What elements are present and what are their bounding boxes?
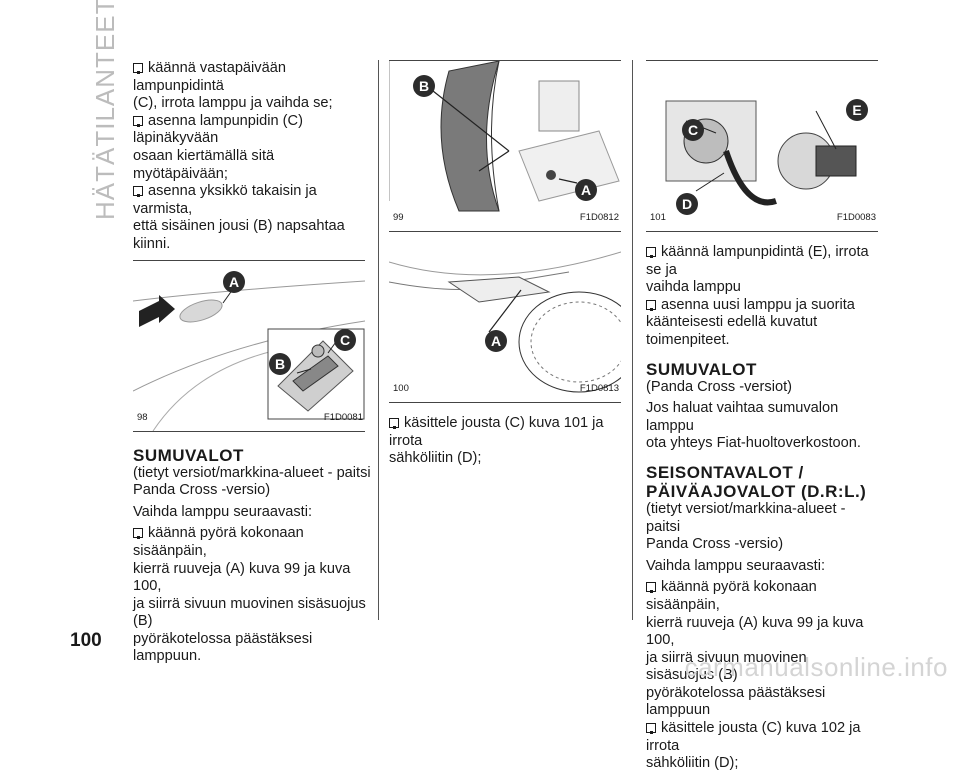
column-divider: [378, 60, 379, 620]
checkbox-bullet-icon: [646, 247, 656, 258]
section-title-text: HÄTÄTILANTEET: [90, 0, 120, 220]
text-line: käsittele jousta (C) kuva 101 ja irrota: [389, 415, 604, 449]
figure-99: B A 99 F1D0812: [388, 60, 621, 232]
figure-98: A B C 98 F1D0081: [132, 259, 366, 432]
text-line: käsittele jousta (C) kuva 102 ja irrota: [646, 720, 861, 754]
text-line: pyöräkotelossa päästäksesi lamppuun.: [133, 630, 313, 665]
text-line: Panda Cross -versio): [646, 536, 784, 553]
text-line: osaan kiertämällä sitä myötäpäivään;: [133, 147, 275, 182]
text-line: käännä lampunpidintä (E), irrota se ja: [646, 244, 869, 278]
text-line: Vaihda lamppu seuraavasti:: [133, 503, 313, 520]
checkbox-bullet-icon: [646, 299, 656, 311]
callout-a: A: [223, 270, 245, 293]
text-line: kierrä ruuveja (A) kuva 99 ja kuva 100,: [646, 614, 864, 649]
text-line: vaihda lamppu: [646, 279, 741, 296]
underbody-illustration: [388, 251, 640, 393]
figure-number: 99: [393, 212, 404, 224]
arrow-icon: [139, 294, 175, 327]
checkbox-bullet-icon: [646, 582, 656, 594]
checkbox-bullet-icon: [133, 115, 143, 127]
figure-number: 100: [393, 383, 409, 395]
footer-watermark: carmanualsonline.info: [684, 652, 948, 682]
figure-number: 101: [650, 212, 666, 224]
figure-101: E C D 101 F1D0083: [646, 60, 878, 232]
callout-d: D: [676, 193, 698, 215]
text-line: Panda Cross -versio): [133, 482, 271, 499]
figure-number: 98: [137, 411, 148, 423]
figure-code: F1D0083: [836, 212, 876, 224]
callout-a: A: [485, 330, 507, 352]
figure-code: F1D0081: [323, 411, 363, 423]
page-number: 100: [70, 630, 102, 651]
callout-c: C: [682, 119, 704, 141]
text-line: (tietyt versiot/markkina-alueet - paitsi: [646, 500, 846, 535]
text-line: asenna uusi lamppu ja suorita: [661, 296, 855, 313]
text-line: kierrä ruuveja (A) kuva 99 ja kuva 100,: [133, 560, 351, 595]
column-1: käännä vastapäivään lampunpidintä (C), i…: [132, 60, 373, 666]
fog-light-illustration: [132, 280, 366, 431]
figure-code: F1D0813: [579, 383, 619, 395]
checkbox-bullet-icon: [133, 186, 143, 198]
column-divider: [632, 60, 633, 620]
text-line: Jos haluat vaihtaa sumuvalon lamppu: [646, 400, 839, 434]
wheel-arch-illustration: [388, 60, 620, 212]
section-title: HÄTÄTILANTEET: [90, 0, 120, 220]
text-line: käänteisesti edellä kuvatut: [646, 314, 818, 331]
column-2: B A 99 F1D0812 A 100 F1D0813 käsittele j…: [388, 60, 640, 468]
text-line: ja siirrä sivuun muovinen sisäsuojus (B): [646, 649, 807, 684]
checkbox-bullet-icon: [133, 63, 143, 74]
callout-b: B: [269, 352, 291, 375]
text-line: sähköliitin (D);: [646, 755, 739, 772]
heading-sumuvalot-cross: SUMUVALOT: [646, 359, 757, 379]
text-line: käännä vastapäivään lampunpidintä: [133, 60, 286, 94]
checkbox-bullet-icon: [646, 723, 656, 735]
heading-paivaajovalot: PÄIVÄAJOVALOT (D.R:L.): [646, 481, 867, 501]
text-line: asenna lampunpidin (C) läpinäkyvään: [133, 112, 303, 147]
text-line: käännä pyörä kokonaan sisäänpäin,: [646, 579, 817, 613]
callout-b: B: [413, 75, 435, 97]
callout-c: C: [334, 328, 356, 351]
text-line: (tietyt versiot/markkina-alueet - paitsi: [133, 464, 371, 481]
text-line: käännä pyörä kokonaan sisäänpäin,: [133, 525, 304, 559]
figure-100: A 100 F1D0813: [388, 232, 640, 403]
headlamp-connector-illustration: [665, 100, 857, 206]
text-line: (C), irrota lamppu ja vaihda se;: [133, 95, 333, 112]
text-line: sähköliitin (D);: [389, 450, 482, 467]
text-line: (Panda Cross -versiot): [646, 378, 792, 395]
callout-e: E: [846, 99, 868, 121]
text-line: asenna yksikkö takaisin ja varmista,: [133, 183, 317, 217]
callout-a: A: [575, 179, 597, 201]
checkbox-bullet-icon: [133, 528, 143, 540]
text-line: ja siirrä sivuun muovinen sisäsuojus (B): [133, 595, 366, 630]
text-line: toimenpiteet.: [646, 331, 730, 348]
heading-sumuvalot: SUMUVALOT: [133, 445, 244, 465]
figure-code: F1D0812: [579, 212, 619, 224]
heading-seisontavalot: SEISONTAVALOT /: [646, 462, 804, 482]
text-line: että sisäinen jousi (B) napsahtaa kiinni…: [133, 218, 345, 252]
text-line: ota yhteys Fiat-huoltoverkostoon.: [646, 435, 861, 452]
checkbox-bullet-icon: [389, 418, 399, 429]
text-line: Vaihda lamppu seuraavasti:: [646, 557, 826, 574]
text-line: pyöräkotelossa päästäksesi lamppuun: [646, 684, 826, 719]
